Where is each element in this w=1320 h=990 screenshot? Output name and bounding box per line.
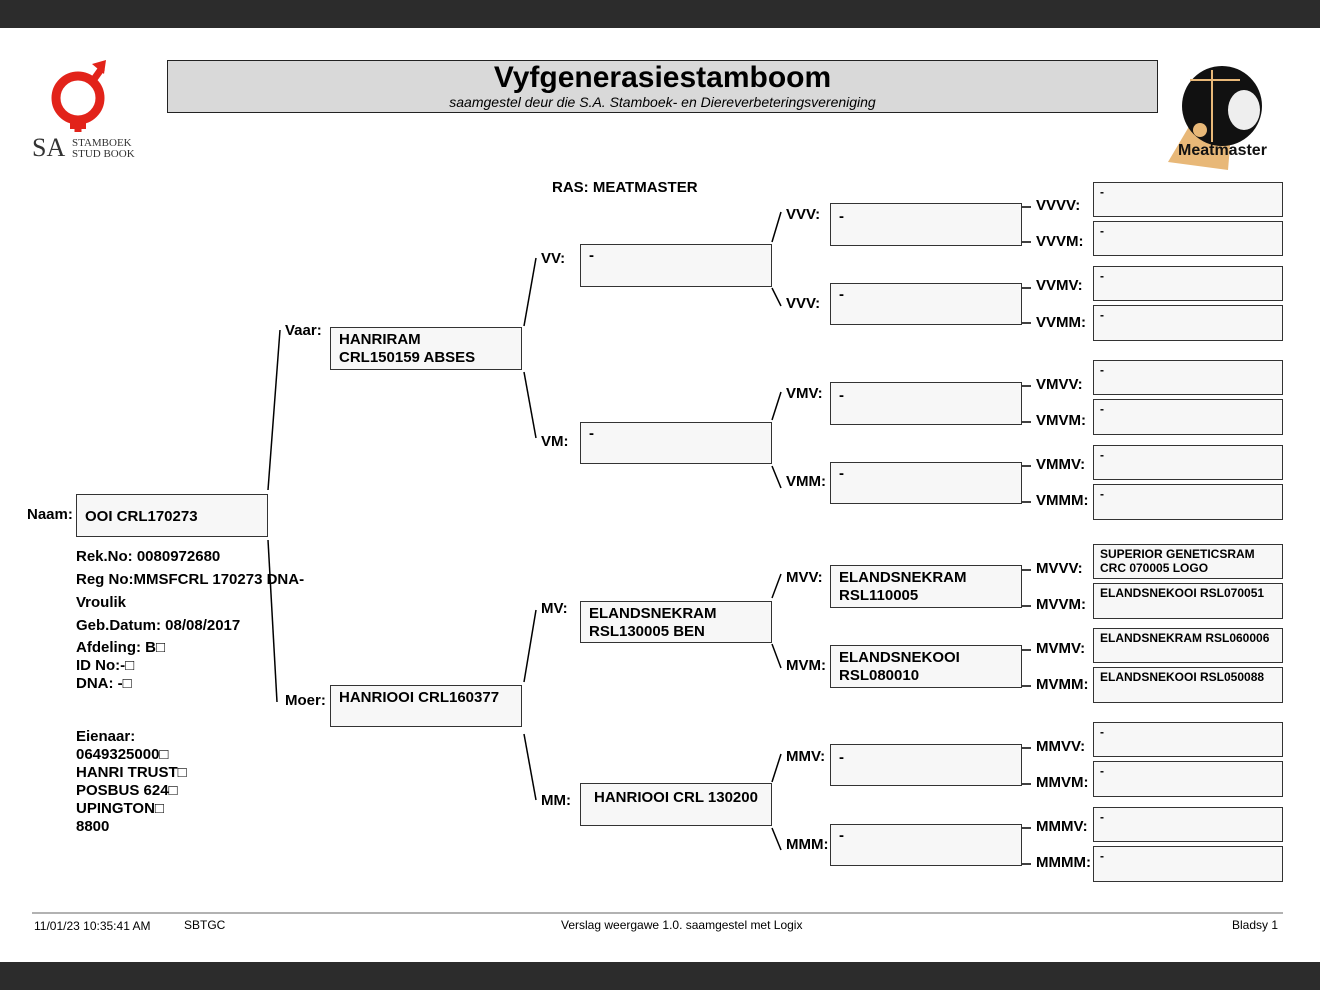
gen3-label: VVV: <box>786 206 821 223</box>
logo-stamboek-text: STAMBOEK <box>72 137 132 149</box>
gen2-box: HANRIOOI CRL 130200 <box>580 783 772 826</box>
footer-timestamp: 11/01/23 10:35:41 AM <box>34 919 151 933</box>
gen3-label: MVM: <box>786 657 826 674</box>
gen4-label: VMMM: <box>1036 492 1089 509</box>
gen3-label: MMM: <box>786 836 829 853</box>
owner-line: UPINGTON□ <box>76 800 164 817</box>
gen4-label: MVVV: <box>1036 560 1083 577</box>
top-viewer-bar <box>0 0 1320 28</box>
rek-no: Rek.No: 0080972680 <box>76 548 221 565</box>
gen4-label: MMMV: <box>1036 818 1088 835</box>
gen4-box: - <box>1093 399 1283 435</box>
footer-page: Bladsy 1 <box>1232 918 1279 932</box>
gen4-label: VVMV: <box>1036 277 1083 294</box>
gen4-label: VVVM: <box>1036 233 1084 250</box>
owner-line: POSBUS 624□ <box>76 782 178 799</box>
reg-no: Reg No:MMSFCRL 170273 DNA- <box>76 571 305 588</box>
gen2-label: VM: <box>541 433 569 450</box>
gen4-label: MMVM: <box>1036 774 1089 791</box>
sire-box: HANRIRAM CRL150159 ABSES <box>330 327 522 370</box>
afdeling: Afdeling: B□ <box>76 639 166 656</box>
gen4-label: MVMM: <box>1036 676 1089 693</box>
gen4-label: MMMM: <box>1036 854 1091 871</box>
title-banner: Vyfgenerasiestamboom saamgestel deur die… <box>167 60 1158 113</box>
gen4-box: - <box>1093 846 1283 882</box>
gen3-label: VMV: <box>786 385 823 402</box>
gen3-label: VVV: <box>786 295 821 312</box>
footer-code: SBTGC <box>184 918 226 932</box>
animal-name-box: OOI CRL170273 <box>76 494 268 537</box>
gen4-label: MMVV: <box>1036 738 1086 755</box>
gen3-box: - <box>830 462 1022 504</box>
gen4-box: - <box>1093 761 1283 797</box>
gen3-box: ELANDSNEKOOI RSL080010 <box>830 645 1022 688</box>
gen4-box: - <box>1093 266 1283 301</box>
breed-label: RAS: MEATMASTER <box>552 179 698 196</box>
gen4-box: SUPERIOR GENETICSRAM CRC 070005 LOGO <box>1093 544 1283 579</box>
gen4-label: VMVM: <box>1036 412 1086 429</box>
gen4-label: VVVV: <box>1036 197 1081 214</box>
gen4-label: MVMV: <box>1036 640 1086 657</box>
id-no: ID No:-□ <box>76 657 135 674</box>
gen4-label: VMVV: <box>1036 376 1083 393</box>
gen4-label: VVMM: <box>1036 314 1086 331</box>
gen4-box: - <box>1093 722 1283 757</box>
gen4-label: VMMV: <box>1036 456 1086 473</box>
gen3-label: MVV: <box>786 569 823 586</box>
name-label: Naam: <box>27 506 73 523</box>
owner-line: 8800 <box>76 818 110 835</box>
sa-stamboek-symbol-icon <box>51 60 106 132</box>
page-subtitle: saamgestel deur die S.A. Stamboek- en Di… <box>449 94 876 110</box>
gen4-box: ELANDSNEKOOI RSL050088 <box>1093 667 1283 703</box>
page-title: Vyfgenerasiestamboom <box>493 61 832 94</box>
gen2-box: - <box>580 244 772 287</box>
gen4-box: - <box>1093 182 1283 217</box>
sire-label: Vaar: <box>285 322 322 339</box>
gen3-box: - <box>830 744 1022 786</box>
gen3-box: - <box>830 382 1022 425</box>
sex: Vroulik <box>76 594 127 611</box>
birth-date: Geb.Datum: 08/08/2017 <box>76 617 241 634</box>
gen4-box: - <box>1093 484 1283 520</box>
bottom-viewer-bar <box>0 962 1320 990</box>
gen4-box: ELANDSNEKOOI RSL070051 <box>1093 583 1283 619</box>
owner-label: Eienaar: <box>76 728 136 745</box>
meatmaster-logo: Meatmaster <box>1164 58 1274 174</box>
gen2-box: ELANDSNEKRAM RSL130005 BEN <box>580 601 772 643</box>
gen3-label: VMM: <box>786 473 826 490</box>
gen4-box: - <box>1093 305 1283 341</box>
gen3-box: - <box>830 283 1022 325</box>
sa-stamboek-logo: SA STAMBOEK STUD BOOK <box>30 58 140 162</box>
dam-label: Moer: <box>285 692 326 709</box>
logo-studbook-text: STUD BOOK <box>72 148 135 160</box>
meatmaster-emblem-icon <box>1168 66 1262 170</box>
gen3-label: MMV: <box>786 748 826 765</box>
gen4-box: - <box>1093 445 1283 480</box>
meatmaster-logo-text: Meatmaster <box>1178 142 1267 159</box>
logo-sa-text: SA <box>32 133 66 162</box>
dna: DNA: -□ <box>76 675 132 692</box>
gen3-box: ELANDSNEKRAM RSL110005 <box>830 565 1022 608</box>
gen2-label: VV: <box>541 250 566 267</box>
owner-line: 0649325000□ <box>76 746 169 763</box>
gen4-label: MVVM: <box>1036 596 1086 613</box>
gen2-label: MM: <box>541 792 571 809</box>
gen2-box: - <box>580 422 772 464</box>
gen4-box: - <box>1093 360 1283 395</box>
owner-line: HANRI TRUST□ <box>76 764 187 781</box>
dam-box: HANRIOOI CRL160377 <box>330 685 522 727</box>
gen4-box: - <box>1093 807 1283 842</box>
gen3-box: - <box>830 203 1022 246</box>
gen4-box: - <box>1093 221 1283 256</box>
gen2-label: MV: <box>541 600 568 617</box>
gen4-box: ELANDSNEKRAM RSL060006 <box>1093 628 1283 663</box>
footer-report: Verslag weergawe 1.0. saamgestel met Log… <box>561 918 803 932</box>
gen3-box: - <box>830 824 1022 866</box>
